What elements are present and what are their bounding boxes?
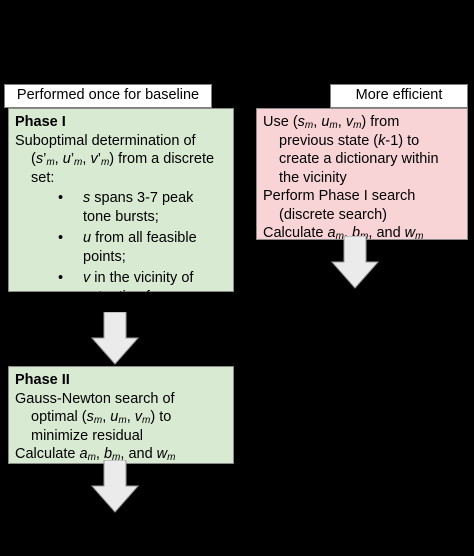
phase-one-desc: Suboptimal determination of: [15, 132, 196, 149]
phase-one-title: Phase I: [15, 114, 66, 130]
down-arrow-icon: [90, 460, 140, 513]
efficient-box: Use (sm, um, vm) from previous state (k-…: [256, 108, 468, 242]
efficient-use-line: Use (sm, um, vm) from: [263, 114, 400, 131]
efficient-vicinity: the vicinity: [279, 169, 347, 186]
bullet-glyph: •: [58, 230, 64, 246]
bullet-glyph: •: [58, 270, 64, 286]
baseline-header: Performed once for baseline: [4, 84, 212, 108]
down-arrow-icon: [330, 236, 380, 289]
phase-one-box: Phase I Suboptimal determination of (s’m…: [8, 108, 234, 305]
phase-two-box: Phase II Gauss-Newton search of optimal …: [8, 366, 234, 464]
phase-two-title: Phase II: [15, 372, 70, 388]
bullet-glyph: •: [58, 190, 64, 206]
phase-one-tuple: (s’m, u’m, v’m) from a discrete: [31, 151, 215, 168]
efficient-previous-state: previous state (k-1) to: [279, 132, 420, 149]
phase-one-set: set:: [31, 169, 55, 186]
efficient-perform: Perform Phase I search: [263, 188, 416, 204]
efficient-header: More efficient: [330, 84, 468, 108]
down-arrow-icon: [90, 312, 140, 365]
phase-two-calculate: Calculate am, bm, and wm: [15, 446, 176, 463]
phase-two-optimal: optimal (sm, um, vm) to: [31, 409, 172, 426]
efficient-dictionary: create a dictionary within: [279, 151, 439, 167]
phase-two-minimize: minimize residual: [31, 427, 144, 444]
phase-two-desc: Gauss-Newton search of: [15, 390, 175, 407]
efficient-discrete: (discrete search): [279, 206, 387, 223]
